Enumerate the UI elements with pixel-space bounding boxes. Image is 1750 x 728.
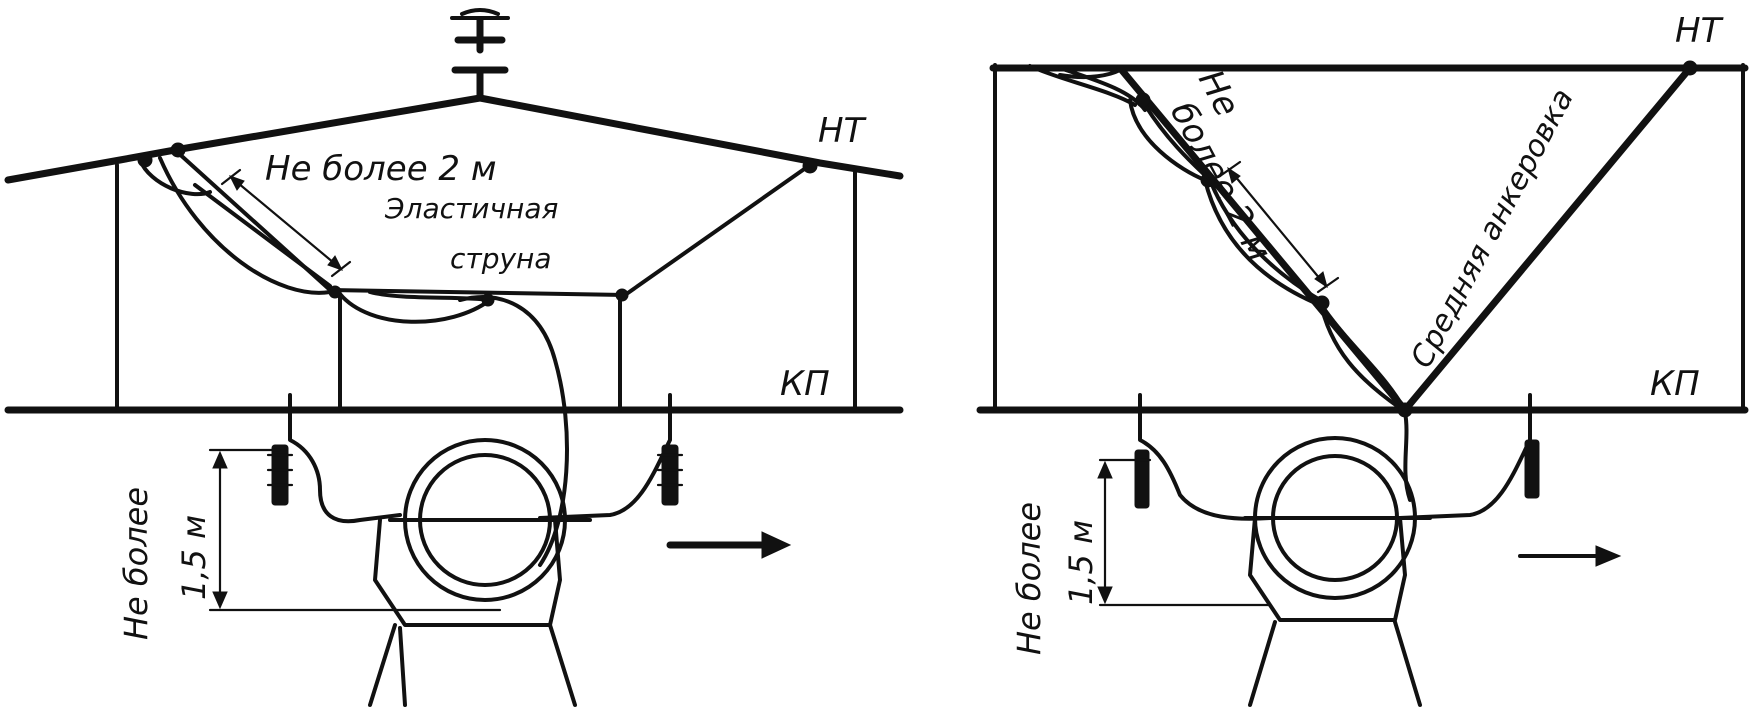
left-diagram: НТ КП Не более 2 м Эластичная струна Не … bbox=[4, 8, 904, 707]
right-direction-arrow bbox=[1518, 545, 1622, 567]
right-label-max-string-2: более 2 м bbox=[1162, 95, 1279, 268]
right-anchoring-wire bbox=[1401, 64, 1694, 414]
left-label-height-1: Не более bbox=[117, 487, 155, 640]
right-dimension-2m bbox=[1218, 160, 1340, 294]
left-auxiliary-wire bbox=[173, 148, 812, 297]
left-elastic-string bbox=[338, 292, 492, 324]
left-label-kp: КП bbox=[780, 364, 830, 404]
left-messenger-wire bbox=[4, 94, 904, 184]
right-label-nt: НТ bbox=[1675, 11, 1724, 51]
left-label-nt: НТ bbox=[818, 111, 867, 151]
right-diagram: НТ КП Не более 2 м Средняя анкеровка Не … bbox=[976, 11, 1749, 707]
left-height-dimension bbox=[208, 448, 502, 612]
right-label-height-1: Не более bbox=[1010, 502, 1048, 655]
right-label-kp: КП bbox=[1650, 364, 1700, 404]
left-pantograph bbox=[266, 393, 684, 707]
left-label-elastic-2: струна bbox=[450, 242, 552, 275]
left-label-max-string: Не более 2 м bbox=[265, 149, 497, 189]
left-top-insulator bbox=[450, 8, 510, 102]
right-pantograph bbox=[1134, 393, 1540, 707]
right-height-dimension bbox=[1097, 458, 1272, 607]
left-direction-arrow bbox=[666, 531, 792, 559]
right-label-height-2: 1,5 м bbox=[1062, 520, 1100, 605]
left-label-height-2: 1,5 м bbox=[175, 515, 213, 600]
right-main-strand bbox=[1116, 64, 1409, 414]
left-dimension-2m bbox=[220, 168, 352, 278]
left-label-elastic-1: Эластичная bbox=[384, 192, 558, 225]
